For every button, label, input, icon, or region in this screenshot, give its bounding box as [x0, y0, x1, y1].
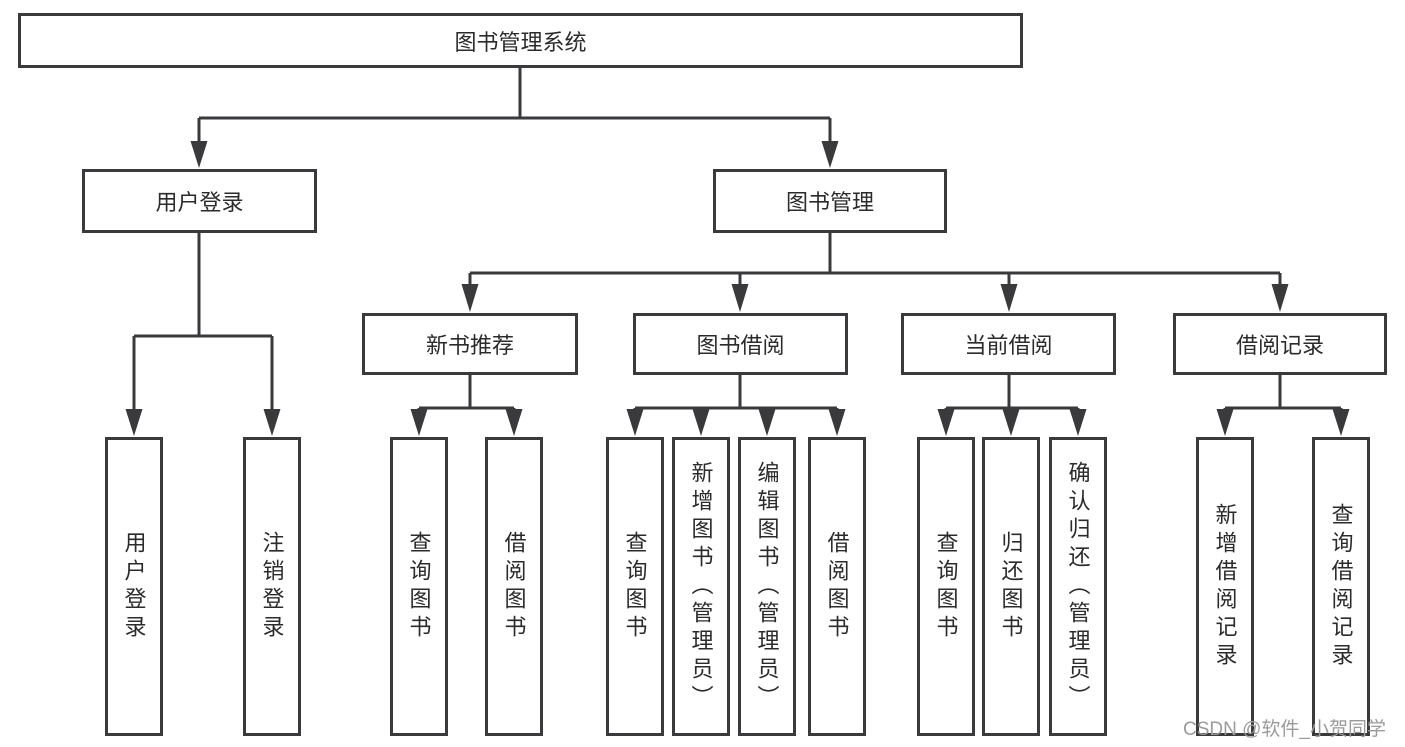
leaf-query-borrow-record-label: 查询借阅记录	[1328, 502, 1354, 671]
leaf-logout-label: 注销登录	[259, 530, 285, 643]
connector-borrow-record-children	[1216, 375, 1350, 436]
node-user-login: 用户登录	[82, 169, 317, 233]
node-borrow-record-label: 借阅记录	[1235, 333, 1324, 358]
leaf-borrow-query-books: 查询图书	[606, 437, 664, 736]
node-book-management-label: 图书管理	[785, 190, 874, 215]
node-current-borrow-label: 当前借阅	[964, 333, 1053, 358]
node-book-borrow: 图书借阅	[633, 313, 848, 375]
node-book-borrow-label: 图书借阅	[696, 333, 785, 358]
leaf-newbook-query-books: 查询图书	[390, 437, 448, 736]
connector-book-borrow-children	[626, 375, 846, 436]
node-new-book-recommend: 新书推荐	[362, 313, 578, 375]
connector-current-borrow-children	[937, 375, 1087, 436]
leaf-edit-books-admin-label: 编辑图书（管理员）	[754, 460, 780, 713]
leaf-logout: 注销登录	[243, 437, 301, 736]
node-current-borrow: 当前借阅	[901, 313, 1116, 375]
leaf-confirm-return-admin-label: 确认归还（管理员）	[1065, 460, 1091, 713]
node-new-book-recommend-label: 新书推荐	[425, 333, 514, 358]
leaf-borrow-books: 借阅图书	[808, 437, 866, 736]
leaf-newbook-borrow-books: 借阅图书	[485, 437, 543, 736]
node-root-label: 图书管理系统	[454, 29, 587, 55]
leaf-borrow-query-books-label: 查询图书	[622, 530, 648, 643]
connector-new-book-children	[410, 375, 523, 436]
leaf-return-books-label: 归还图书	[998, 530, 1024, 643]
node-root-system: 图书管理系统	[18, 13, 1023, 68]
leaf-borrow-books-label: 借阅图书	[824, 530, 850, 643]
leaf-add-borrow-record: 新增借阅记录	[1196, 437, 1254, 736]
node-book-management: 图书管理	[713, 169, 947, 233]
connector-book-mgmt-to-level2	[461, 233, 1289, 312]
csdn-watermark: CSDN @软件_小贺同学	[1183, 719, 1386, 740]
leaf-newbook-query-books-label: 查询图书	[406, 530, 432, 643]
leaf-add-books-admin: 新增图书（管理员）	[672, 437, 730, 736]
leaf-user-login-label: 用户登录	[121, 530, 147, 643]
leaf-current-query-books-label: 查询图书	[933, 530, 959, 643]
node-borrow-record: 借阅记录	[1173, 313, 1387, 375]
leaf-confirm-return-admin: 确认归还（管理员）	[1049, 437, 1107, 736]
connector-user-login-children	[125, 233, 281, 436]
node-user-login-label: 用户登录	[155, 190, 244, 215]
leaf-user-login: 用户登录	[105, 437, 163, 736]
leaf-edit-books-admin: 编辑图书（管理员）	[738, 437, 796, 736]
leaf-add-borrow-record-label: 新增借阅记录	[1212, 502, 1238, 671]
leaf-newbook-borrow-books-label: 借阅图书	[501, 530, 527, 643]
leaf-current-query-books: 查询图书	[917, 437, 975, 736]
leaf-query-borrow-record: 查询借阅记录	[1312, 437, 1370, 736]
leaf-return-books: 归还图书	[982, 437, 1040, 736]
leaf-add-books-admin-label: 新增图书（管理员）	[688, 460, 714, 713]
connector-root-to-level1	[190, 68, 839, 168]
